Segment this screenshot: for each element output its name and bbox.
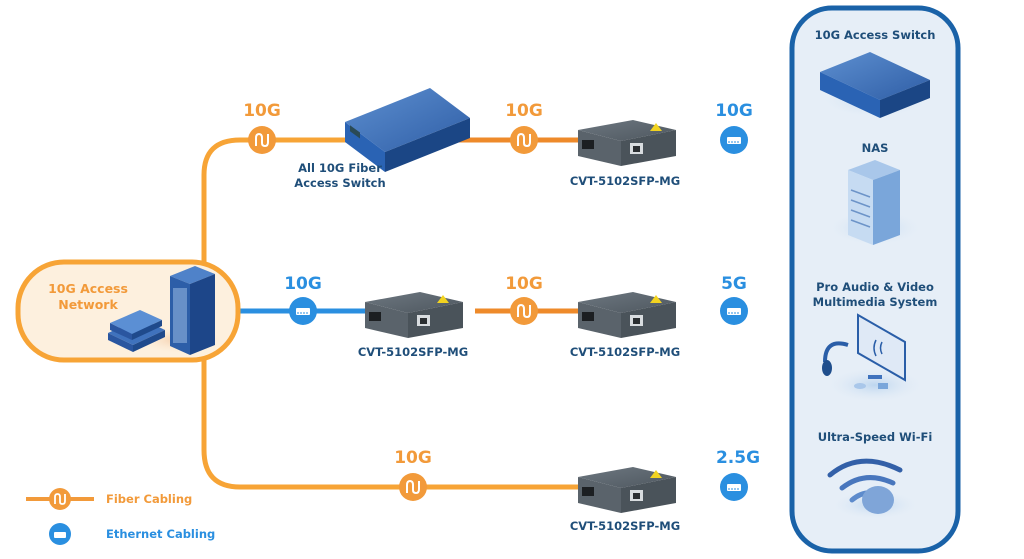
media-converter-icon — [365, 292, 463, 338]
row-middle: 10G CVT-5102SFP-MG 10G CVT-5102SFP-MG — [284, 274, 748, 359]
multimedia-icon — [822, 313, 925, 403]
converter-label: CVT-5102SFP-MG — [570, 345, 680, 359]
speed-label: 10G — [243, 101, 281, 121]
ethernet-connector-icon — [720, 297, 748, 325]
fiber-connector-icon — [510, 297, 538, 325]
access-network-node: 10G Access Network — [15, 259, 241, 363]
endpoint-label: Multimedia System — [813, 295, 938, 309]
ethernet-connector-icon — [49, 523, 71, 545]
speed-label: 10G — [715, 101, 753, 121]
speed-label: 10G — [394, 448, 432, 468]
speed-label: 5G — [721, 274, 747, 294]
fiber-connector-icon — [399, 473, 427, 501]
legend-ethernet: Ethernet Cabling — [26, 523, 215, 545]
fiber-connector-icon — [510, 126, 538, 154]
switch-label-line1: All 10G Fiber — [298, 161, 382, 175]
speed-label: 10G — [505, 101, 543, 121]
row-top: 10G All 10G Fiber Access Switch 10G CVT-… — [243, 88, 753, 190]
media-converter-icon — [578, 292, 676, 338]
row-bottom: 10G CVT-5102SFP-MG 2.5G — [394, 448, 760, 533]
speed-label: 10G — [284, 274, 322, 294]
media-converter-icon — [578, 467, 676, 513]
converter-label: CVT-5102SFP-MG — [570, 519, 680, 533]
fiber-switch-icon — [345, 88, 470, 172]
ethernet-connector-icon — [720, 473, 748, 501]
access-network-label-line2: Network — [58, 297, 118, 312]
endpoint-label: 10G Access Switch — [815, 28, 936, 42]
endpoint-label: Ultra-Speed Wi-Fi — [818, 430, 933, 444]
ethernet-connector-icon — [720, 126, 748, 154]
wifi-icon — [827, 458, 920, 520]
converter-label: CVT-5102SFP-MG — [358, 345, 468, 359]
switch-icon — [820, 52, 930, 118]
speed-label: 10G — [505, 274, 543, 294]
endpoint-label: Pro Audio & Video — [816, 280, 934, 294]
legend-ethernet-label: Ethernet Cabling — [106, 527, 215, 541]
legend: Fiber Cabling Ethernet Cabling — [26, 488, 215, 545]
switch-label-line2: Access Switch — [294, 176, 385, 190]
speed-label: 2.5G — [716, 448, 760, 468]
fiber-cable-trunk-top — [201, 137, 350, 270]
media-converter-icon — [578, 120, 676, 166]
fiber-cable-trunk-bottom — [201, 360, 580, 490]
legend-fiber-label: Fiber Cabling — [106, 492, 192, 506]
fiber-connector-icon — [248, 126, 276, 154]
ethernet-connector-icon — [289, 297, 317, 325]
converter-label: CVT-5102SFP-MG — [570, 174, 680, 188]
stacked-switch-icon — [108, 310, 165, 352]
access-network-label-line1: 10G Access — [48, 281, 128, 296]
nas-icon — [827, 160, 923, 246]
legend-fiber: Fiber Cabling — [26, 488, 192, 510]
endpoint-panel: 10G Access Switch NAS Pro Audio & Video … — [789, 5, 961, 554]
server-rack-icon — [170, 266, 215, 355]
endpoint-label: NAS — [862, 141, 889, 155]
fiber-connector-icon — [49, 488, 71, 510]
